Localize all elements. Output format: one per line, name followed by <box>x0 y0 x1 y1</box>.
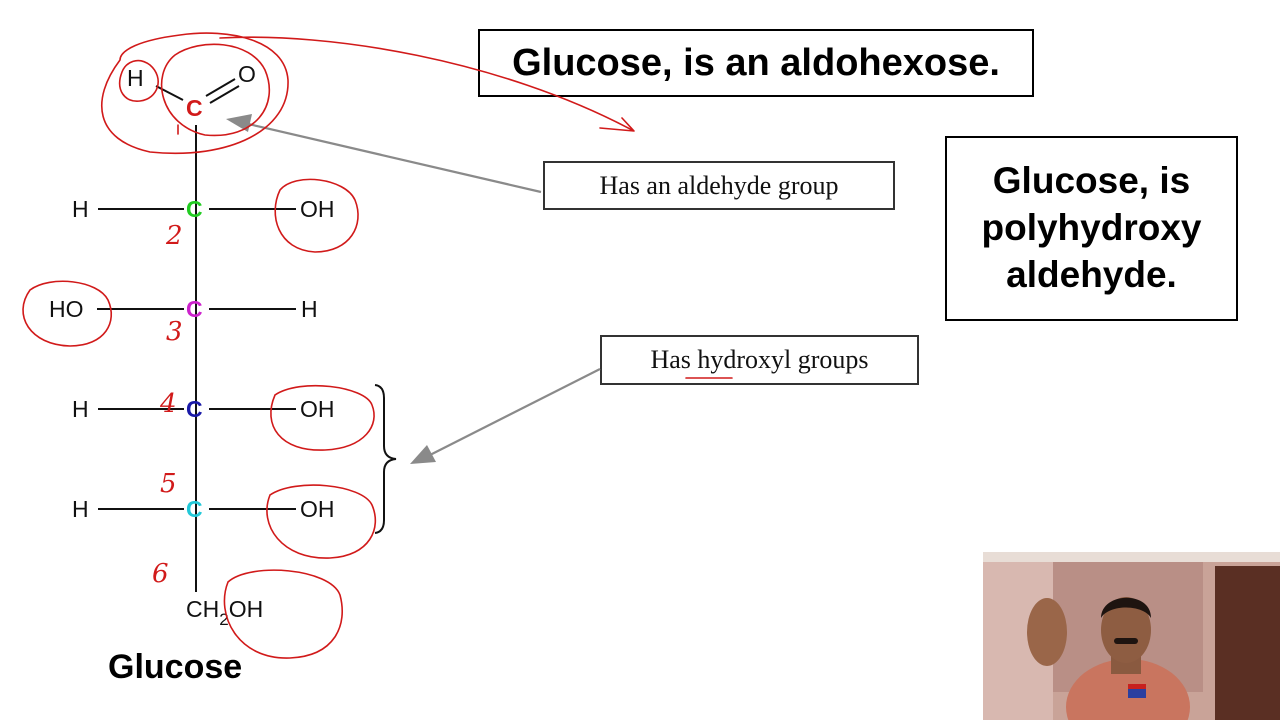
c4-carbon: C <box>186 396 203 422</box>
aldehyde-group-circle <box>100 32 289 155</box>
h-atom-circle <box>118 59 159 102</box>
c4-oh-circle <box>270 384 375 451</box>
doorway <box>1215 566 1280 720</box>
title-box: Glucose, is an aldohexose. <box>478 29 1034 97</box>
aldehyde-pointer-head <box>226 114 252 132</box>
definition-box: Glucose, is polyhydroxy aldehyde. <box>945 136 1238 321</box>
c6-ch-text: CH <box>186 596 219 622</box>
c5-left-atom: H <box>72 496 89 522</box>
hydroxyl-pointer-head <box>410 445 436 464</box>
aldehyde-note-box: Has an aldehyde group <box>543 161 895 210</box>
c5-carbon: C <box>186 496 203 522</box>
definition-line-2: polyhydroxy <box>981 207 1202 248</box>
hydroxyl-brace <box>374 384 397 534</box>
presenter-raised-hand <box>1027 598 1067 666</box>
c6-group: CH2OH <box>186 596 263 629</box>
structure-caption: Glucose <box>108 648 243 686</box>
c2-carbon: C <box>186 196 203 222</box>
c6-oh-circle <box>223 569 344 659</box>
c6-oh-text: OH <box>229 596 264 622</box>
c5-right-atom: OH <box>300 496 335 522</box>
presenter-video-frame <box>983 552 1280 720</box>
definition-line-1: Glucose, is <box>992 160 1191 202</box>
c3-left-atom: HO <box>49 296 84 322</box>
red-ink-annotations <box>22 32 733 659</box>
c1-o-double-bond-b <box>209 85 240 104</box>
c2-oh-circle <box>274 178 359 253</box>
presenter-webcam-overlay <box>983 552 1280 720</box>
presenter-hair <box>1101 597 1151 618</box>
c2-right-atom: OH <box>300 196 335 222</box>
carbon-number-2: 2 <box>165 221 183 251</box>
c6-subscript: 2 <box>219 610 228 629</box>
c3-ho-circle <box>22 280 113 347</box>
hydroxyl-note-text: Has hydroxyl groups <box>650 345 869 374</box>
c1-carbon: C <box>186 95 203 121</box>
c1-h-atom: H <box>127 65 144 91</box>
hydroxyl-note-box: Has hydroxyl groups <box>600 335 919 385</box>
shirt-badge-stripe <box>1128 684 1146 689</box>
aldehyde-to-title-arrowhead <box>599 117 635 132</box>
c5-oh-circle <box>266 484 377 559</box>
aldehyde-note-text: Has an aldehyde group <box>599 170 839 200</box>
carbon-number-3: 3 <box>166 317 183 347</box>
carbon-number-5: 5 <box>160 469 177 499</box>
c4-right-atom: OH <box>300 396 335 422</box>
carbon-number-6: 6 <box>152 559 169 589</box>
presenter-moustache <box>1114 638 1138 644</box>
c4-left-atom: H <box>72 396 89 422</box>
c2-left-atom: H <box>72 196 89 222</box>
carbon-number-4: 4 <box>159 389 177 419</box>
c3-carbon: C <box>186 296 203 322</box>
c1-o-double-bond-a <box>205 78 236 97</box>
c1-o-atom: O <box>238 61 256 87</box>
title-text: Glucose, is an aldohexose. <box>512 41 1000 84</box>
aldehyde-to-title-arrow <box>219 36 633 131</box>
hydroxyl-pointer-line <box>427 368 601 457</box>
wall-top <box>983 552 1280 562</box>
c3-right-atom: H <box>301 296 318 322</box>
co-group-circle <box>160 43 271 137</box>
presenter-head <box>1101 597 1151 663</box>
c1-h-bond <box>155 85 184 101</box>
aldehyde-pointer-line <box>243 121 542 194</box>
definition-line-3: aldehyde. <box>1006 253 1177 295</box>
